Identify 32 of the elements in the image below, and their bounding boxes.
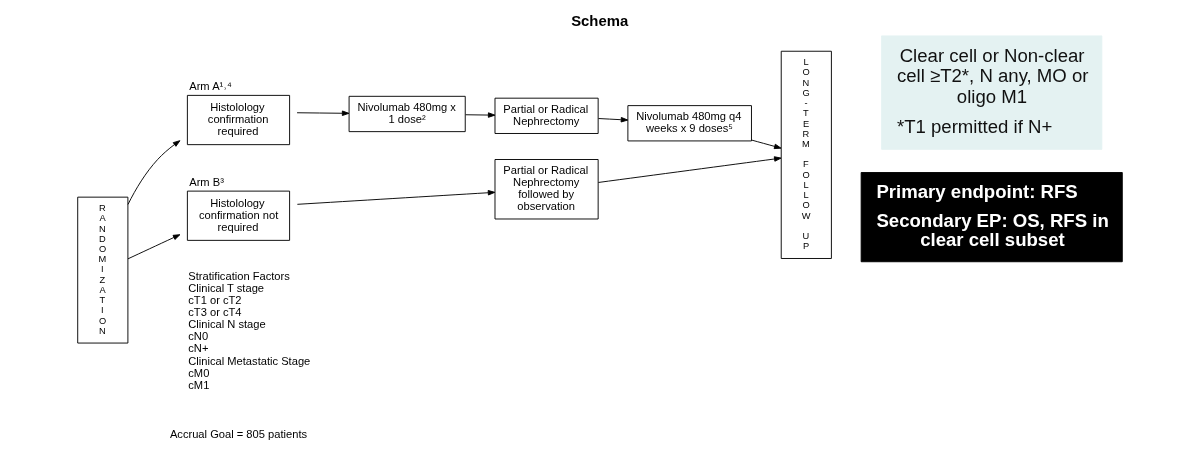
label: cN+ <box>188 342 209 355</box>
label: cM1 <box>188 378 210 391</box>
arrow <box>465 112 496 118</box>
label: Stratification Factors <box>188 269 290 282</box>
label: cM0 <box>188 366 210 379</box>
node-box: Primary endpoint: RFS Secondary EP: OS, RFS in clear cell subset <box>860 172 1123 263</box>
label: cT1 or cT2 <box>188 294 242 307</box>
node-box: Partial or Radical Nephrectomy <box>494 97 599 134</box>
arrow <box>127 140 181 205</box>
label: Clinical T stage <box>188 282 265 295</box>
node-box: Nivolumab 480mg x 1 dose² <box>348 95 466 133</box>
arrow <box>598 116 629 123</box>
diagram-title: Schema <box>571 13 629 30</box>
arrow <box>296 190 496 205</box>
label: Accrual Goal = 805 patients <box>169 428 308 441</box>
node-box: LONG-TERM FOLLOW UP <box>780 50 832 259</box>
node-box: Partial or Radical Nephrectomy followed by observation <box>494 159 599 220</box>
arrow <box>751 139 782 150</box>
label: cN0 <box>188 330 209 343</box>
arrow <box>127 234 181 260</box>
arrow <box>296 110 350 116</box>
label: cT3 or cT4 <box>188 306 242 319</box>
label: Clinical Metastatic Stage <box>188 354 311 367</box>
label: Clinical N stage <box>188 318 266 331</box>
node-label: Arm B³ <box>189 176 224 189</box>
node-box: Clear cell or Non-clear cell ≥T2*, N any, MO or oligo M1 *T1 permitted if N+ <box>881 35 1103 150</box>
node-box: Histolology confirmation not required <box>186 190 291 241</box>
arrow <box>598 156 782 183</box>
node-box: RANDOMIZATION <box>77 196 129 344</box>
node-box: Nivolumab 480mg q4 weeks x 9 doses⁵ <box>627 105 752 142</box>
node-label: Arm A¹˒⁴ <box>189 80 232 93</box>
node-box: Histolology confirmation required <box>186 94 291 146</box>
